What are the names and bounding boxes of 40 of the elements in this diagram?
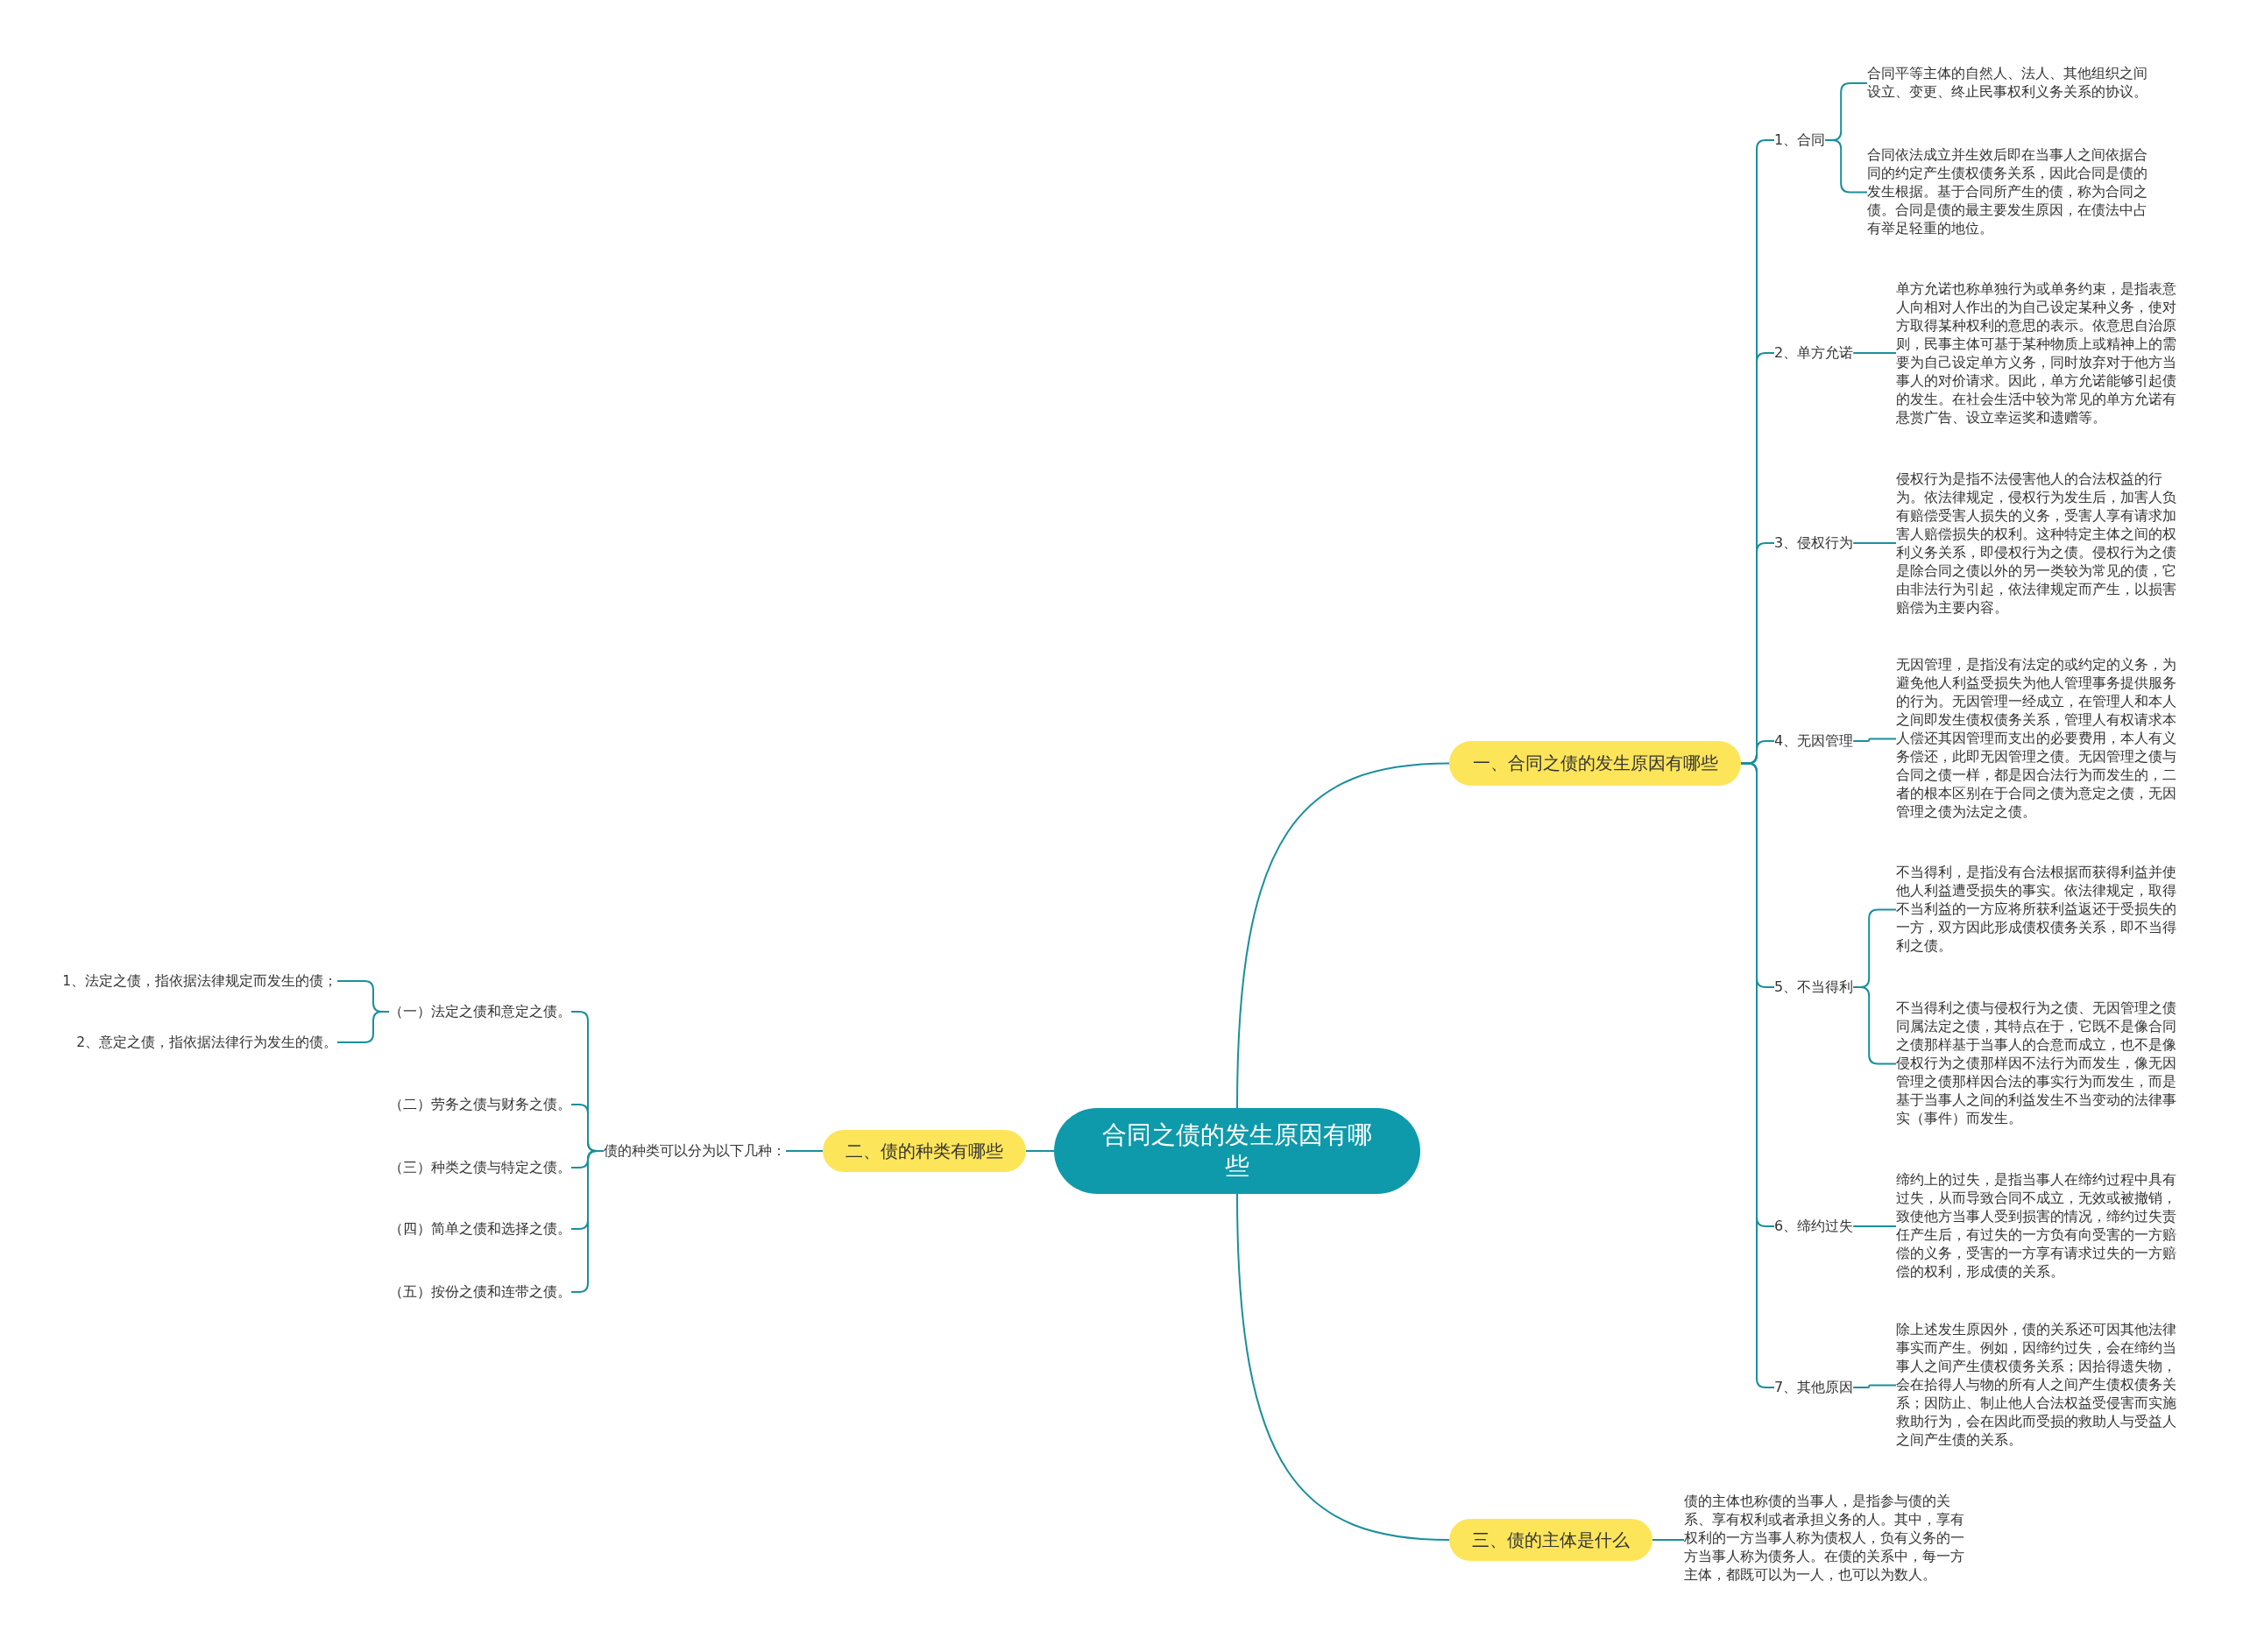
subtopic-label: 4、无因管理	[1774, 731, 1854, 751]
subtopic-label: （二）劳务之债与财务之债。	[389, 1095, 571, 1114]
subtopic-label: 5、不当得利	[1774, 978, 1854, 997]
branch-topic: 二、债的种类有哪些	[823, 1130, 1026, 1172]
description-text: 无因管理，是指没有法定的或约定的义务，为避免他人利益受损失为他人管理事务提供服务的行为。无因管理一经成立，在管理人和本人之间即发生债权债务关系，管理人有权请求本人偿还其因管理而支出的必要费用，本人有义务偿还，此即无因管理之债。无因管理之债与合同之债一样，都是因合法行为而发生的，二者的根本区别在于合同之债为意定之债，无因管理之债为法定之债。	[1896, 656, 2185, 822]
subtopic-label: 2、意定之债，指依据法律行为发生的债。	[35, 1033, 337, 1052]
description-text: 侵权行为是指不法侵害他人的合法权益的行为。依法律规定，侵权行为发生后，加害人负有赔偿受害人损失的义务，受害人享有请求加害人赔偿损失的权利。这种特定主体之间的权利义务关系，即侵权行为之债。侵权行为之债是除合同之债以外的另一类较为常见的债，它由非法行为引起，依法律规定而产生，以损害赔偿为主要内容。	[1896, 470, 2185, 618]
connector-line	[336, 1011, 390, 1043]
description-text: 不当得利之债与侵权行为之债、无因管理之债同属法定之债，其特点在于，它既不是像合同之债那样基于当事人的合意而成立，也不是像侵权行为之债那样因不法行为而发生，像无因管理之债那样因合法的事实行为而发生，而是基于当事人之间的利益发生不当变动的法律事实（事件）而发生。	[1896, 999, 2185, 1128]
connector-line	[1236, 1193, 1450, 1541]
description-text: 债的主体也称债的当事人，是指参与债的关系、享有权利或者承担义务的人。其中，享有权利的一方当事人称为债权人，负有义务的一方当事人称为债务人。在债的关系中，每一方主体，都既可以为一人，也可以为数人。	[1684, 1493, 1969, 1585]
connector-line	[1852, 542, 1897, 544]
connector-line	[1852, 738, 1897, 742]
subtopic-label: （四）简单之债和选择之债。	[389, 1219, 571, 1239]
description-text: 除上述发生原因外，债的关系还可因其他法律事实而产生。例如，因缔约过失，会在缔约当事人之间产生债权债务关系；因拾得遗失物，会在拾得人与物的所有人之间产生债权债务关系；因防止、制止他人合法权益受侵害而实施救助行为，会在因此而受损的救助人与受益人之间产生债的关系。	[1896, 1321, 2185, 1450]
connector-line	[1025, 1150, 1055, 1152]
subtopic-label: 3、侵权行为	[1774, 533, 1854, 553]
description-text: 合同依法成立并生效后即在当事人之间依据合同的约定产生债权债务关系，因此合同是债的发生根据。基于合同所产生的债，称为合同之债。合同是债的最主要发生原因，在债法中占有举足轻重的地位。	[1867, 146, 2156, 238]
description-text: 合同平等主体的自然人、法人、其他组织之间设立、变更、终止民事权利义务关系的协议。	[1867, 65, 2156, 102]
connector-line	[1852, 1384, 1897, 1388]
root-topic: 合同之债的发生原因有哪些	[1054, 1108, 1420, 1194]
connector-line	[1652, 1539, 1685, 1541]
subtopic-label: 2、单方允诺	[1774, 343, 1854, 363]
subtopic-label: （一）法定之债和意定之债。	[389, 1002, 571, 1021]
description-text: 缔约上的过失，是指当事人在缔约过程中具有过失，从而导致合同不成立，无效或被撤销，致使他方当事人受到损害的情况，缔约过失责任产生后，有过失的一方负有向受害的一方赔偿的义务，受害的一方享有请求过失的一方赔偿的权利，形成债的关系。	[1896, 1171, 2185, 1281]
subtopic-label: 7、其他原因	[1774, 1378, 1854, 1397]
connector-line	[1852, 352, 1897, 354]
branch-topic: 三、债的主体是什么	[1449, 1519, 1652, 1561]
subtopic-label: 1、法定之债，指依据法律规定而发生的债；	[35, 971, 337, 991]
description-text: 单方允诺也称单独行为或单务约束，是指表意人向相对人作出的为自己设定某种义务，使对方取得某种权利的意思的表示。依意思自治原则，民事主体可基于某种物质上或精神上的需要为自己设定单方义务，同时放弃对于他方当事人的对价请求。因此，单方允诺能够引起债的发生。在社会生活中较为常见的单方允诺有悬赏广告、设立幸运奖和遗赠等。	[1896, 280, 2185, 427]
subtopic-label: 债的种类可以分为以下几种：	[604, 1141, 786, 1161]
subtopic-label: （三）种类之债与特定之债。	[389, 1158, 571, 1177]
connector-line	[1236, 762, 1450, 1109]
subtopic-label: （五）按份之债和连带之债。	[389, 1282, 571, 1302]
branch-topic: 一、合同之债的发生原因有哪些	[1449, 741, 1741, 786]
subtopic-label: 6、缔约过失	[1774, 1217, 1854, 1236]
subtopic-label: 1、合同	[1774, 131, 1826, 150]
connector-line	[1852, 1225, 1897, 1227]
connector-line	[785, 1150, 824, 1152]
description-text: 不当得利，是指没有合法根据而获得利益并使他人利益遭受损失的事实。依法律规定，取得不当利益的一方应将所获利益返还于受损失的一方，双方因此形成债权债务关系，即不当得利之债。	[1896, 864, 2185, 956]
